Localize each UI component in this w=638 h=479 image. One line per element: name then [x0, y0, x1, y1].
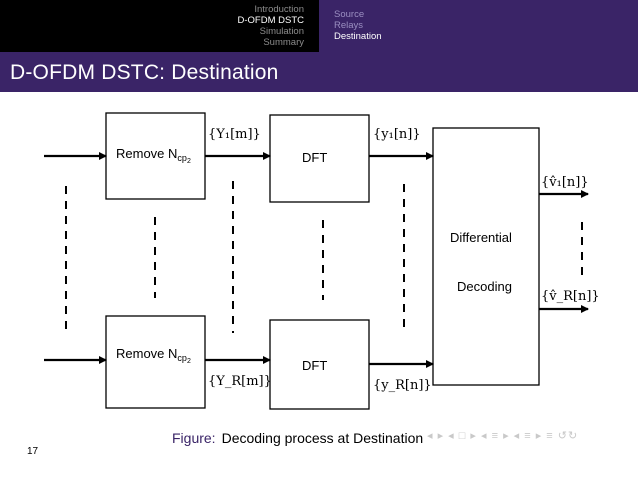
signal-label-y1: {y₁[n]} [373, 127, 421, 142]
nav-section-introduction[interactable]: Introduction [254, 4, 304, 15]
nav-section-dofdm-dstc[interactable]: D-OFDM DSTC [237, 15, 305, 26]
remove-prefix-box-top [105, 112, 206, 200]
section-navigation-bar: Introduction D-OFDM DSTC Simulation Summ… [0, 0, 638, 52]
remove-prefix-box-bottom [105, 315, 206, 409]
nav-subsection-destination[interactable]: Destination [334, 31, 382, 42]
page-number: 17 [27, 446, 39, 457]
nav-subsection-relays[interactable]: Relays [334, 20, 364, 31]
nav-section-simulation[interactable]: Simulation [259, 26, 304, 37]
remove-prefix-label-top: Remove Ncp2 [116, 146, 191, 165]
dft-box-bottom [269, 319, 370, 410]
figure-caption: Figure:Decoding process at Destination [172, 430, 423, 446]
subsection-list: Source Relays Destination [334, 9, 382, 42]
dft-box-top [269, 114, 370, 203]
signal-label-vR: {v̂_R[n]} [541, 289, 600, 304]
nav-section-summary[interactable]: Summary [263, 37, 304, 48]
signal-label-yR: {y_R[n]} [373, 378, 432, 393]
decoder-label-line1: Differential [450, 230, 512, 245]
section-list: Introduction D-OFDM DSTC Simulation Summ… [0, 4, 305, 48]
dft-label-bottom: DFT [302, 358, 327, 373]
beamer-navigation-symbols[interactable]: ◂ ▸ ◂ □ ▸ ◂ ≡ ▸ ◂ ≡ ▸ ≡ ↺↻ [427, 430, 579, 442]
subsection-panel: Source Relays Destination [319, 0, 638, 52]
remove-prefix-label-bottom: Remove Ncp2 [116, 346, 191, 365]
signal-label-Y1: {Y₁[m]} [208, 127, 261, 142]
decoder-label-line2: Decoding [457, 279, 512, 294]
nav-subsection-source[interactable]: Source [334, 9, 365, 20]
frame-title-bar: D-OFDM DSTC: Destination [0, 52, 638, 92]
differential-decoding-box [432, 127, 540, 386]
slide-title: D-OFDM DSTC: Destination [10, 61, 279, 84]
signal-label-v1: {v̂₁[n]} [541, 175, 589, 190]
signal-label-YR: {Y_R[m]} [208, 374, 272, 389]
dft-label-top: DFT [302, 150, 327, 165]
